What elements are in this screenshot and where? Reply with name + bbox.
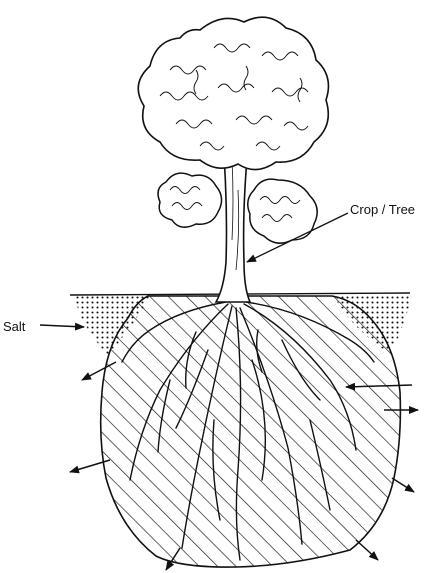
crop-tree-label: Crop / Tree (350, 203, 415, 216)
tree-crown (138, 17, 328, 169)
arrow-outward-lower-right (392, 478, 414, 492)
salt-label: Salt (3, 320, 25, 333)
salt-pointer-arrow (40, 325, 84, 327)
arrow-outward-bottom-right (356, 540, 378, 560)
root-zone (101, 296, 401, 567)
foliage-left (158, 173, 222, 227)
